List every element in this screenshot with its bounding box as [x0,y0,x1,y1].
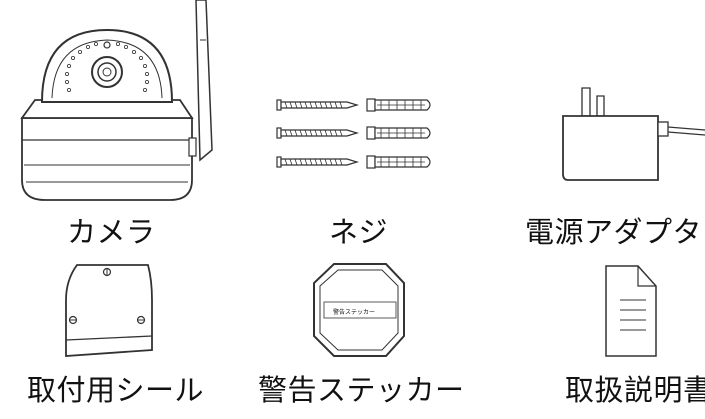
camera-label: カメラ [67,215,156,249]
sticker-label: 警告ステッカー [258,373,465,407]
mount-label: 取付用シール [27,373,205,407]
screws-label: ネジ [329,215,389,249]
manual-label: 取扱説明書 [565,373,705,407]
adapter-label: 電源アダプタ [525,215,703,249]
sticker-text: 警告ステッカー [333,309,376,316]
